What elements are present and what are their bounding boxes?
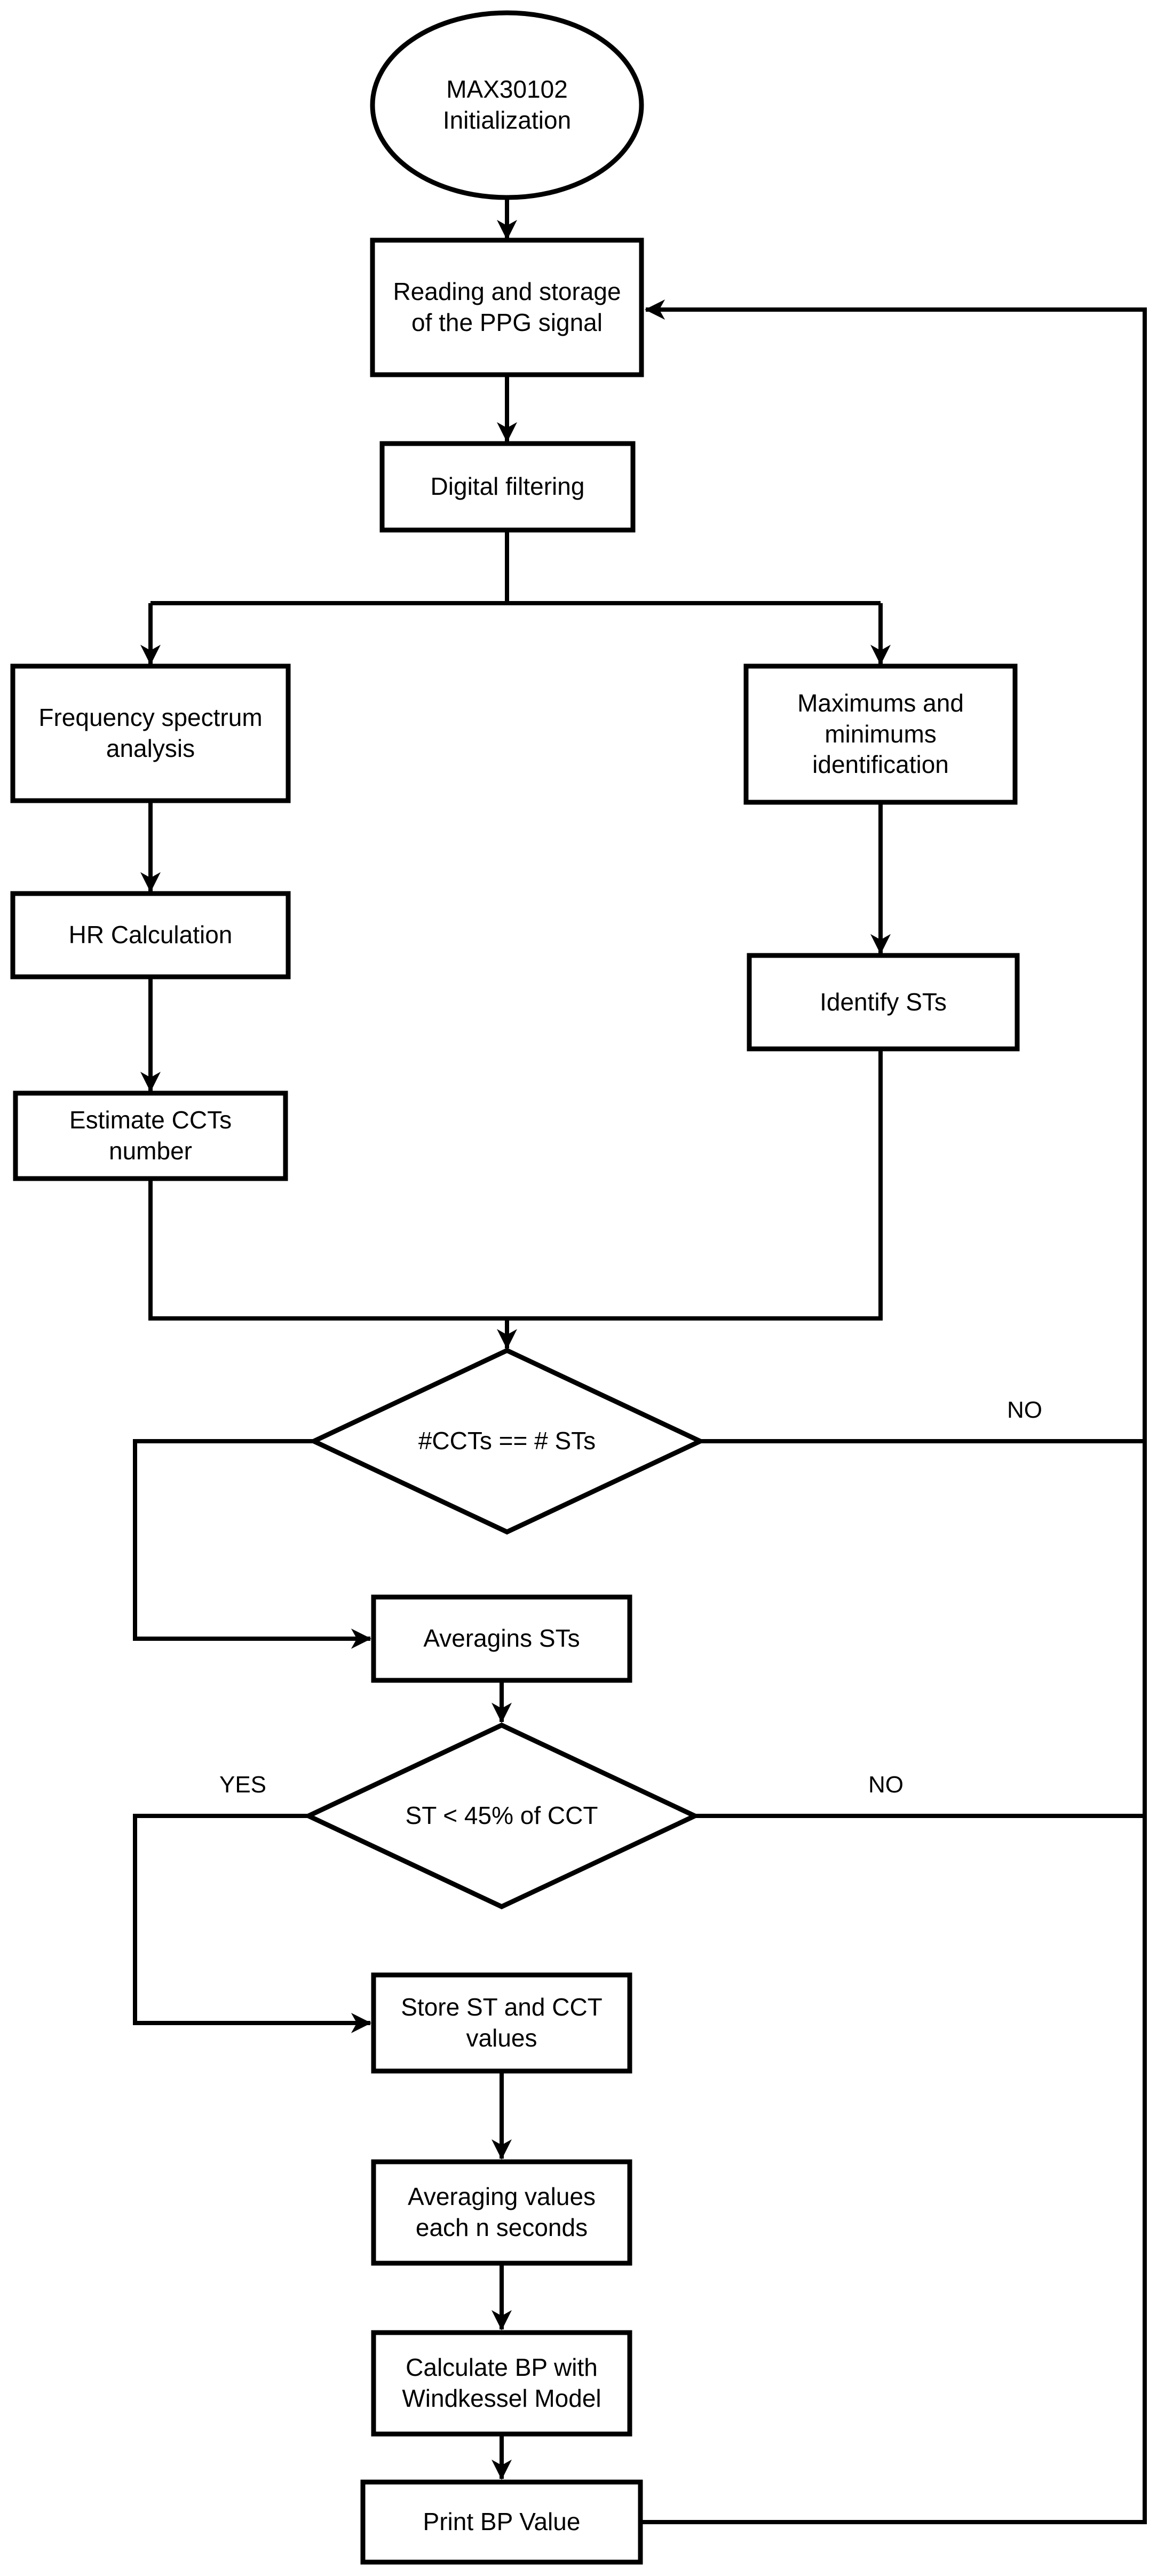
node-ccts-eq-sts-shape	[308, 1348, 706, 1535]
node-st-lt-45-shape	[303, 1722, 701, 1909]
edge-decision1-to-averagins	[133, 1439, 371, 1649]
node-calc-bp-shape	[371, 2330, 632, 2437]
node-st-lt-45-label: ST < 45% of CCT	[405, 1801, 598, 1830]
node-store-values-shape	[371, 1972, 632, 2074]
node-hr-calc-label: HR Calculation	[68, 921, 233, 949]
node-calc-bp-label: Calculate BP with Windkessel Model	[402, 2353, 601, 2412]
node-read-store-shape	[370, 238, 644, 377]
edge-label-no-ccts-sts: NO	[1007, 1397, 1042, 1423]
node-start-label: MAX30102 Initialization	[442, 75, 572, 134]
node-estimate-ccts-shape	[13, 1091, 288, 1181]
node-digital-filter-label: Digital filtering	[430, 472, 585, 501]
node-ccts-eq-sts-label: #CCTs == # STs	[418, 1427, 596, 1455]
node-identify-sts-shape	[747, 953, 1020, 1052]
node-store-values-label: Store ST and CCT values	[401, 1993, 603, 2052]
edge-label-yes-st-45: YES	[219, 1772, 267, 1798]
node-freq-spectrum-label: Frequency spectrum analysis	[38, 704, 263, 762]
edge-label-no-st-45: NO	[868, 1772, 904, 1798]
node-averagins-sts-label: Averagins STs	[423, 1624, 580, 1653]
edge-decision2-yes-to-store	[133, 1814, 371, 2033]
node-max-min-shape	[743, 663, 1018, 805]
node-print-bp-shape	[360, 2479, 643, 2565]
node-identify-sts-label: Identify STs	[820, 987, 947, 1016]
node-print-bp-label: Print BP Value	[423, 2508, 581, 2536]
node-hr-calc-shape	[10, 891, 291, 979]
node-averaging-n-label: Averaging values each n seconds	[407, 2183, 596, 2241]
node-freq-spectrum-shape	[10, 663, 291, 803]
node-averagins-sts-shape	[371, 1594, 632, 1683]
node-start-shape	[370, 10, 644, 200]
node-max-min-label: Maximums and minimums identification	[797, 689, 964, 779]
node-averaging-n-shape	[371, 2159, 632, 2266]
node-read-store-label: Reading and storage of the PPG signal	[393, 278, 621, 336]
node-estimate-ccts-label: Estimate CCTs number	[69, 1106, 232, 1165]
edge-merge-lines	[148, 1050, 883, 1321]
edge-feedback-loop	[640, 299, 1147, 2524]
node-digital-filter-shape	[379, 441, 636, 533]
